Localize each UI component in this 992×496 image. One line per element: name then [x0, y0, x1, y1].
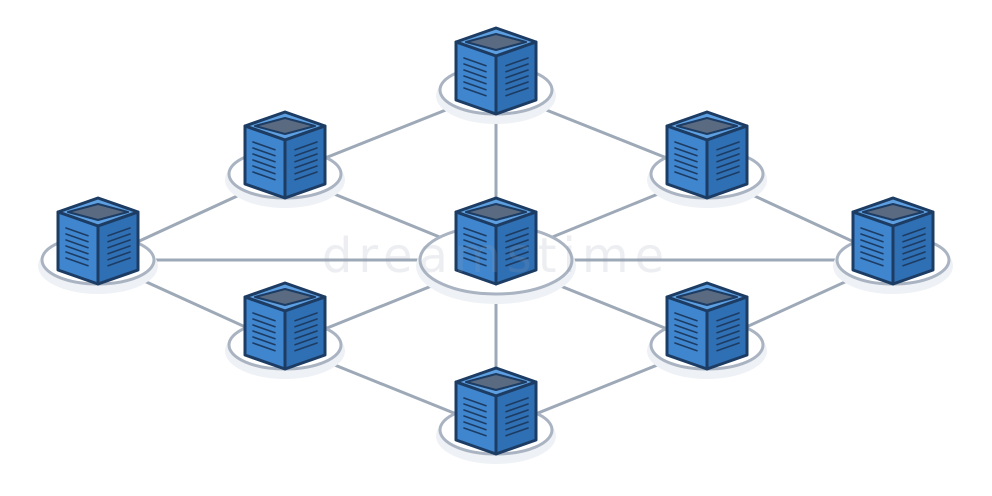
server-icon — [243, 281, 327, 371]
server-node-lower-left — [225, 281, 345, 379]
server-node-left — [38, 196, 158, 294]
server-node-lower-right — [647, 281, 767, 379]
server-icon — [454, 366, 538, 456]
server-icon — [665, 281, 749, 371]
server-icon — [56, 196, 140, 286]
server-icon — [454, 26, 538, 116]
server-node-upper-left — [225, 110, 345, 208]
server-icon — [665, 110, 749, 200]
server-node-top — [436, 26, 556, 124]
server-node-bottom — [436, 366, 556, 464]
server-icon — [243, 110, 327, 200]
network-nodes — [38, 26, 953, 464]
server-icon — [851, 196, 935, 286]
server-node-center — [416, 196, 576, 304]
server-node-right — [833, 196, 953, 294]
server-node-upper-right — [647, 110, 767, 208]
server-icon — [454, 196, 538, 286]
